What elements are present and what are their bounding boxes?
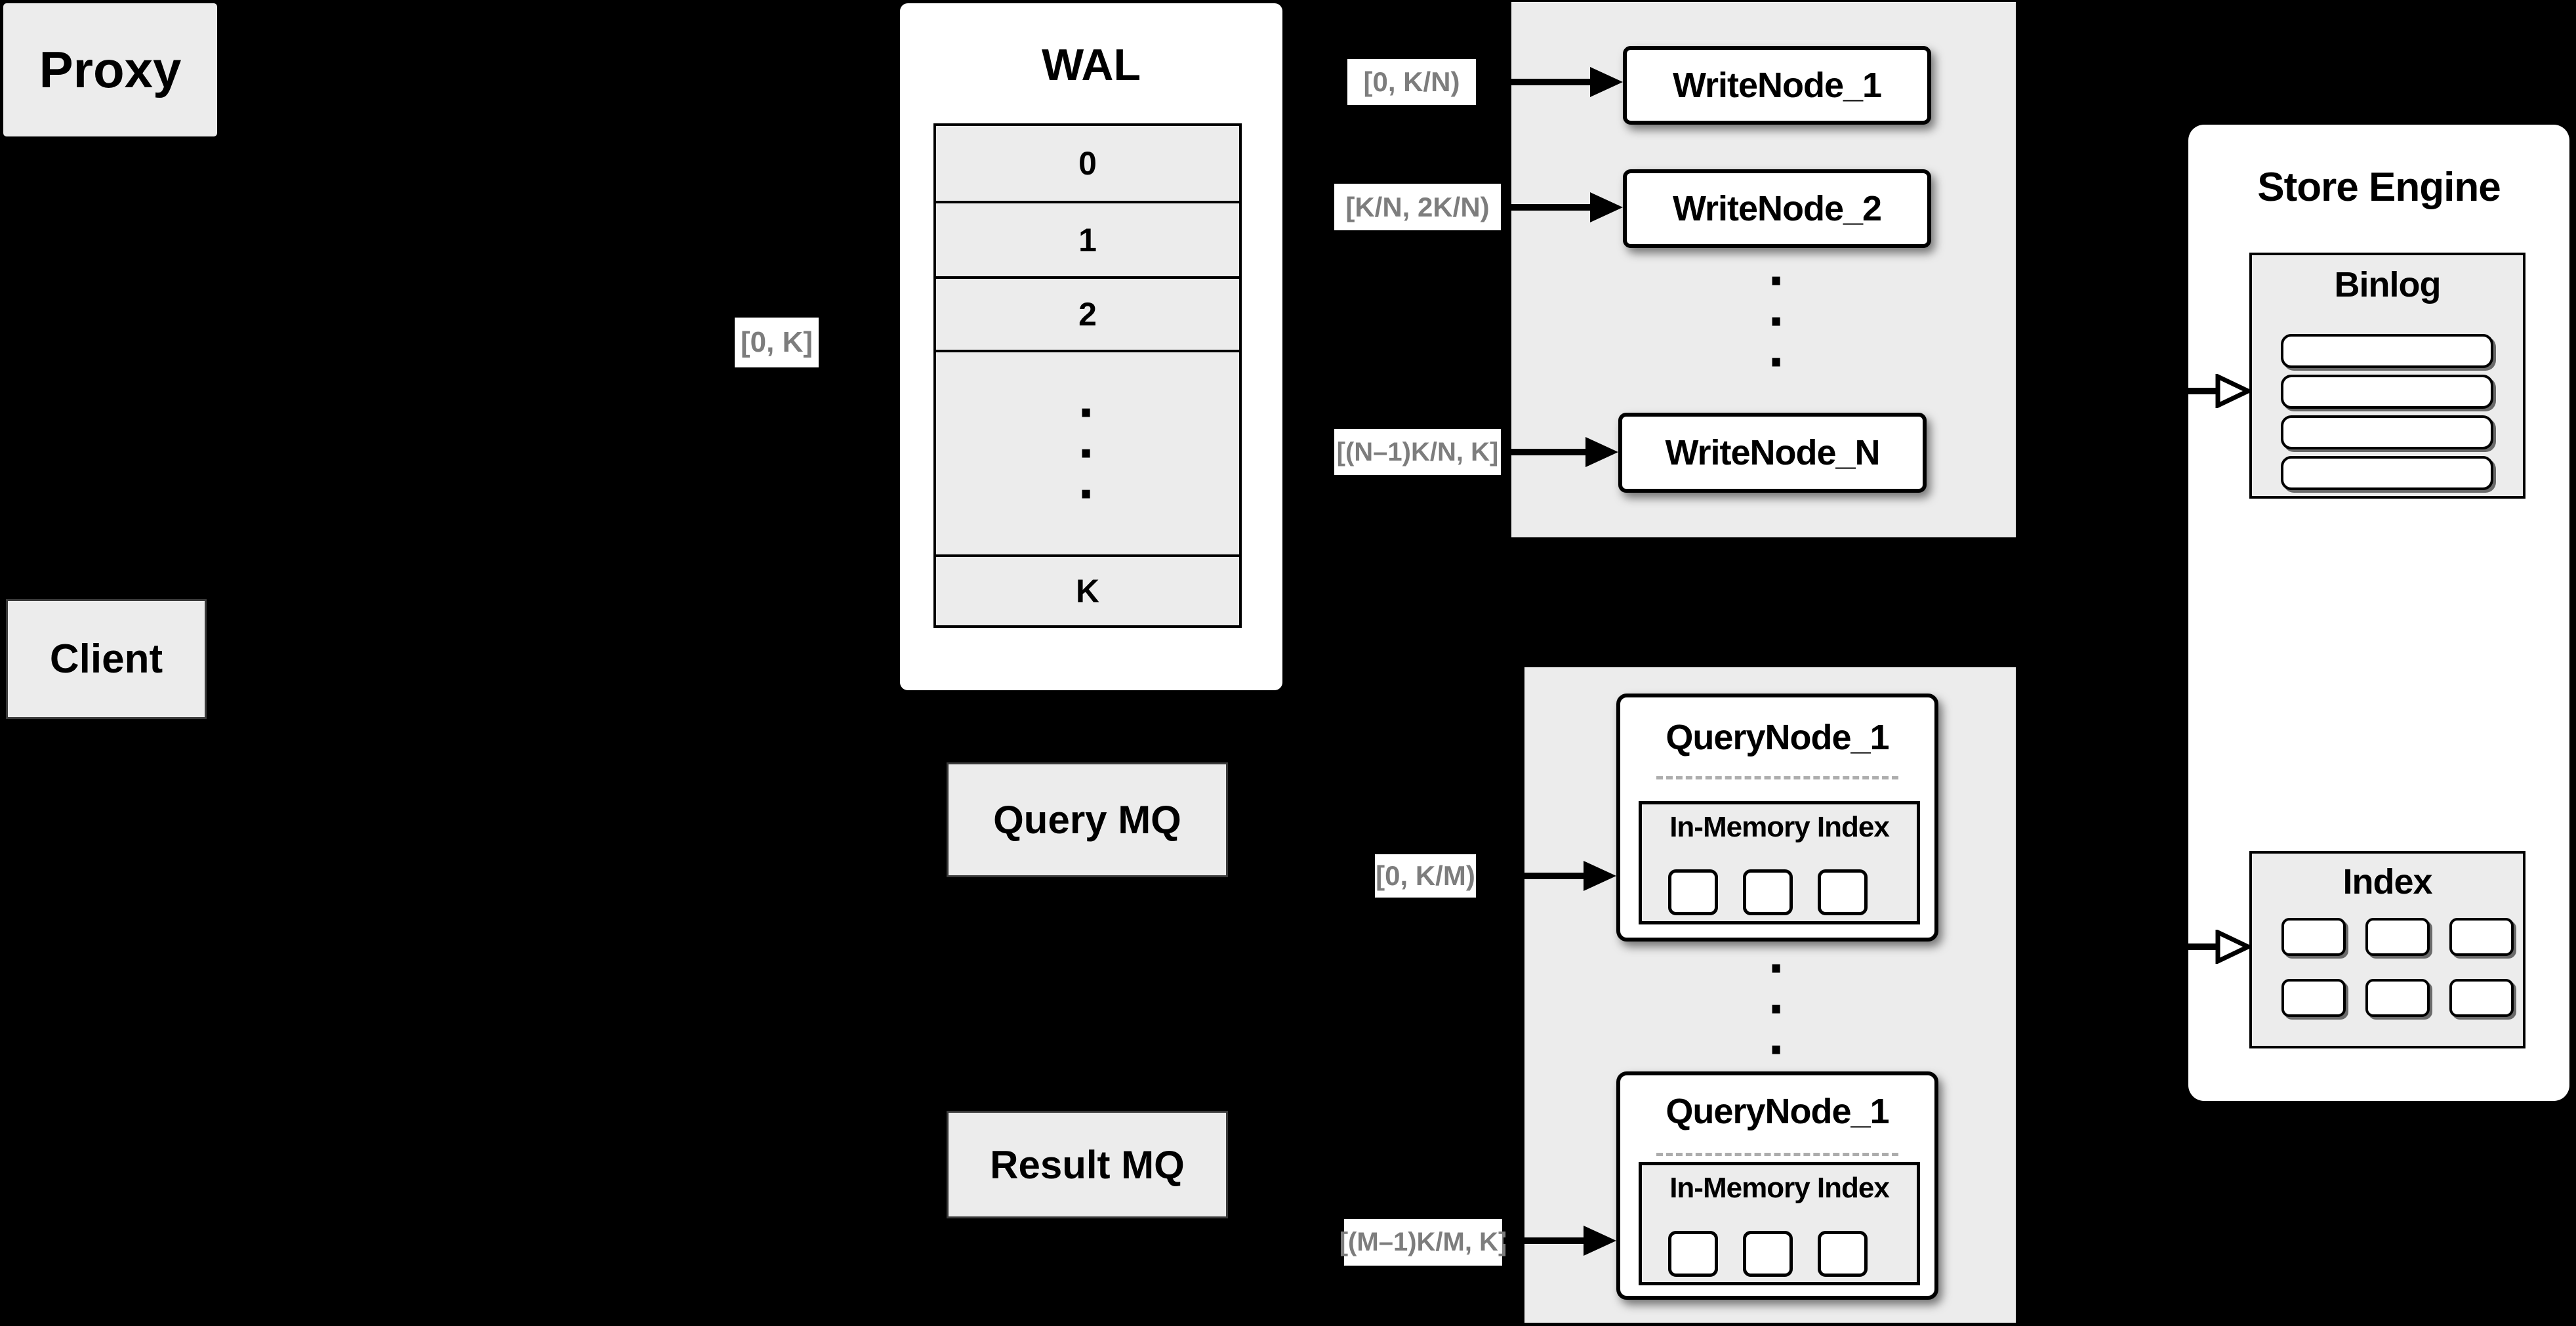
index-file: [2281, 979, 2346, 1017]
range-label-write-node-1: [0, K/N): [1347, 59, 1476, 105]
binlog-segment: [2281, 456, 2493, 490]
index-segment: [1668, 1231, 1718, 1277]
arrow-to-query-node-1: [1477, 873, 1585, 879]
index-file: [2449, 979, 2514, 1017]
binlog-box: Binlog: [2249, 253, 2525, 499]
range-label-write-node-2: [K/N, 2K/N): [1334, 184, 1501, 230]
store-engine-title: Store Engine: [2257, 165, 2501, 210]
arrow-to-write-node-n: [1502, 449, 1587, 455]
arrow-to-binlog: [2188, 388, 2220, 394]
query-node-m-box: QueryNode_1 In-Memory Index: [1616, 1071, 1938, 1300]
store-engine-box: Store Engine Binlog Index: [2188, 125, 2569, 1101]
in-memory-index-box: In-Memory Index: [1639, 1162, 1920, 1285]
hollow-arrowhead-icon: [2215, 374, 2251, 408]
index-file: [2281, 918, 2346, 956]
wal-ellipsis-row: · · ·: [936, 350, 1239, 554]
wal-title: WAL: [1041, 40, 1141, 90]
index-segment: [1818, 1231, 1868, 1277]
in-memory-index-title: In-Memory Index: [1669, 811, 1890, 843]
query-node-title: QueryNode_1: [1666, 718, 1889, 757]
binlog-segment: [2281, 334, 2493, 368]
write-node-n-box: WriteNode_N: [1618, 413, 1927, 493]
in-memory-index-title: In-Memory Index: [1669, 1172, 1890, 1204]
arrowhead-icon: [1590, 192, 1623, 222]
wal-box: WAL 0 1 2 · · · K: [900, 3, 1282, 690]
wal-row: 2: [936, 276, 1239, 350]
index-file: [2449, 918, 2514, 956]
wal-row: 1: [936, 201, 1239, 276]
in-memory-index-box: In-Memory Index: [1639, 801, 1920, 924]
index-segment: [1743, 869, 1793, 915]
range-label-query-node-m: [(M–1)K/M, K]: [1339, 1219, 1507, 1266]
wal-segment-table: 0 1 2 · · · K: [933, 123, 1242, 628]
vertical-ellipsis-icon: · · ·: [1078, 381, 1097, 526]
binlog-title: Binlog: [2334, 265, 2442, 304]
result-mq-box: Result MQ: [947, 1111, 1228, 1218]
index-file: [2365, 979, 2430, 1017]
vertical-ellipsis-icon: · · ·: [1768, 936, 1788, 1081]
dashed-divider: [1656, 1153, 1898, 1156]
arrowhead-icon: [1584, 861, 1616, 891]
wal-row: 0: [1078, 145, 1097, 182]
index-file: [2365, 918, 2430, 956]
arrow-to-index: [2188, 943, 2220, 950]
hollow-arrowhead-icon: [2215, 930, 2251, 964]
arrowhead-icon: [1584, 1226, 1616, 1256]
range-label-query-node-1: [0, K/M): [1375, 854, 1476, 898]
binlog-segment: [2281, 375, 2493, 409]
query-mq-box: Query MQ: [947, 762, 1228, 877]
arrow-to-write-node-1: [1477, 79, 1591, 85]
arrowhead-icon: [1585, 437, 1618, 467]
arrow-to-query-node-m: [1503, 1237, 1585, 1244]
client-box-bottom: Client: [6, 599, 207, 719]
dashed-divider: [1656, 776, 1898, 779]
write-node-2-box: WriteNode_2: [1623, 169, 1931, 248]
index-segment: [1743, 1231, 1793, 1277]
binlog-segment: [2281, 415, 2493, 449]
vertical-ellipsis-icon: · · ·: [1768, 249, 1788, 394]
query-node-title: QueryNode_1: [1666, 1092, 1889, 1131]
store-index-title: Index: [2342, 862, 2432, 901]
arrow-to-write-node-2: [1502, 204, 1591, 211]
query-node-1-box: QueryNode_1 In-Memory Index: [1616, 694, 1938, 942]
index-segment: [1668, 869, 1718, 915]
arrowhead-icon: [1590, 67, 1623, 97]
index-segment: [1818, 869, 1868, 915]
proxy-card-front: Proxy: [0, 0, 220, 140]
wal-row: K: [936, 554, 1239, 625]
range-label-proxy-out: [0, K]: [735, 318, 819, 367]
write-node-1-box: WriteNode_1: [1623, 46, 1931, 125]
store-index-box: Index: [2249, 851, 2525, 1048]
range-label-write-node-n: [(N–1)K/N, K]: [1334, 429, 1501, 475]
